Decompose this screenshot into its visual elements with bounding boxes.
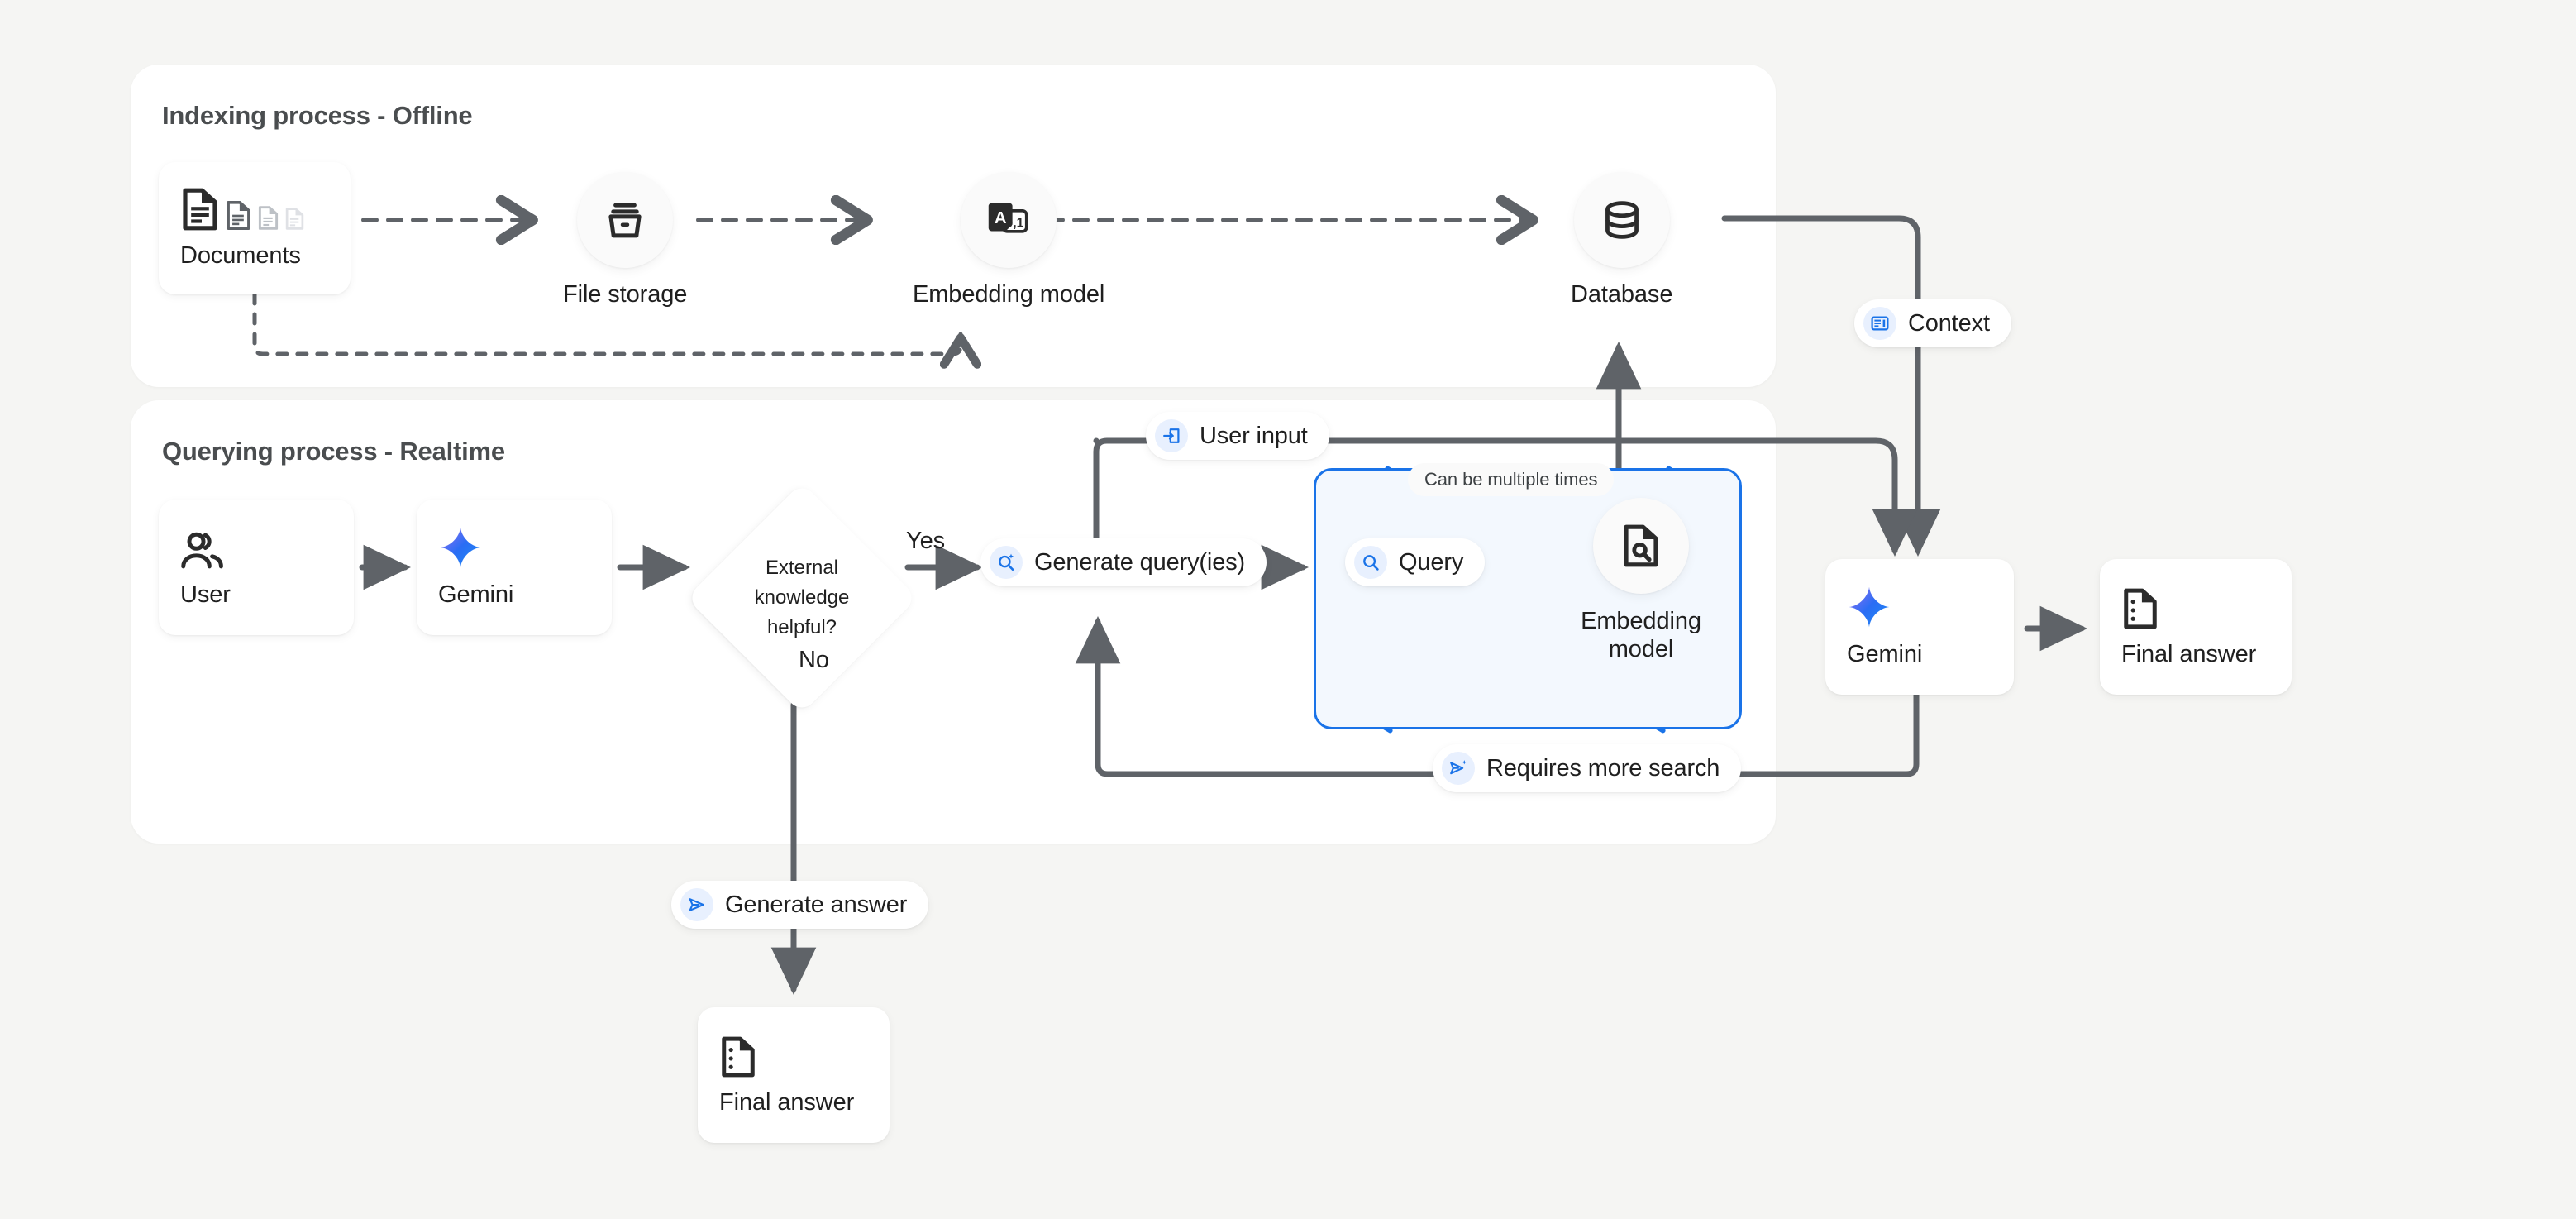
pill-generate-queries[interactable]: Generate query(ies) — [980, 538, 1267, 586]
node-gemini-left-label: Gemini — [438, 581, 514, 608]
pill-user-input-label: User input — [1200, 422, 1308, 449]
pill-generate-answer-label: Generate answer — [725, 891, 908, 918]
decision-line-1: External — [765, 557, 839, 579]
loop-note-label: Can be multiple times — [1408, 463, 1615, 496]
answer-document-icon — [719, 1035, 868, 1078]
node-documents[interactable]: Documents — [159, 162, 351, 294]
gemini-sparkle-icon — [438, 527, 590, 570]
node-embedding-model-label: Embedding model — [913, 281, 1105, 308]
edge-label-no: No — [799, 647, 829, 673]
node-final-answer-bottom[interactable]: Final answer — [698, 1007, 890, 1143]
database-cylinder-icon — [1573, 172, 1670, 268]
decision-text: External knowledge helpful? — [699, 495, 905, 701]
people-icon — [180, 527, 332, 570]
document-search-icon — [1593, 498, 1689, 594]
node-gemini-left[interactable]: Gemini — [417, 500, 612, 635]
embedding-inner-line-1: Embedding — [1581, 608, 1701, 634]
pill-requires-more-search-label: Requires more search — [1486, 754, 1720, 782]
node-final-answer-right[interactable]: Final answer — [2100, 559, 2292, 695]
pill-generate-answer[interactable]: Generate answer — [671, 881, 929, 929]
decision-line-3: helpful? — [766, 616, 837, 638]
gemini-sparkle-icon — [1847, 586, 1992, 629]
node-database-label: Database — [1571, 281, 1673, 308]
pill-context-label: Context — [1908, 309, 1990, 337]
panel-querying-title: Querying process - Realtime — [162, 437, 505, 466]
panel-indexing-title: Indexing process - Offline — [162, 101, 473, 130]
input-arrow-icon — [1155, 419, 1188, 452]
node-documents-label: Documents — [180, 241, 301, 269]
search-sparkle-icon — [990, 546, 1023, 579]
pill-requires-more-search[interactable]: Requires more search — [1433, 744, 1742, 792]
pill-context[interactable]: Context — [1854, 299, 2011, 347]
archive-box-icon — [577, 172, 674, 268]
pill-user-input[interactable]: User input — [1146, 412, 1329, 460]
node-final-answer-bottom-label: Final answer — [719, 1088, 855, 1116]
node-decision-external-knowledge[interactable]: External knowledge helpful? — [685, 481, 918, 715]
node-embedding-model-inner-label: Embedding model — [1571, 607, 1711, 663]
node-gemini-right[interactable]: Gemini — [1825, 559, 2014, 695]
edge-label-yes: Yes — [906, 528, 946, 554]
send-icon — [680, 888, 713, 921]
pill-query[interactable]: Query — [1345, 538, 1486, 586]
documents-icon — [180, 188, 329, 231]
node-user[interactable]: User — [159, 500, 354, 635]
node-final-answer-right-label: Final answer — [2121, 640, 2257, 667]
svg-text:A: A — [995, 209, 1007, 227]
text-to-vector-icon: 0,1 A — [961, 172, 1057, 268]
send-sparkle-icon — [1442, 752, 1475, 785]
search-icon — [1354, 546, 1387, 579]
node-file-storage[interactable]: File storage — [563, 172, 687, 308]
embedding-inner-line-2: model — [1608, 636, 1674, 663]
context-panel-icon — [1863, 307, 1896, 340]
node-database[interactable]: Database — [1571, 172, 1672, 308]
node-embedding-model[interactable]: 0,1 A Embedding model — [913, 172, 1104, 308]
answer-document-icon — [2121, 586, 2270, 629]
node-file-storage-label: File storage — [563, 281, 688, 308]
pill-generate-queries-label: Generate query(ies) — [1034, 548, 1246, 576]
node-gemini-right-label: Gemini — [1847, 640, 1923, 667]
node-embedding-model-inner[interactable]: Embedding model — [1571, 498, 1711, 663]
node-user-label: User — [180, 581, 231, 608]
decision-line-2: knowledge — [754, 586, 850, 609]
pill-query-label: Query — [1399, 548, 1464, 576]
